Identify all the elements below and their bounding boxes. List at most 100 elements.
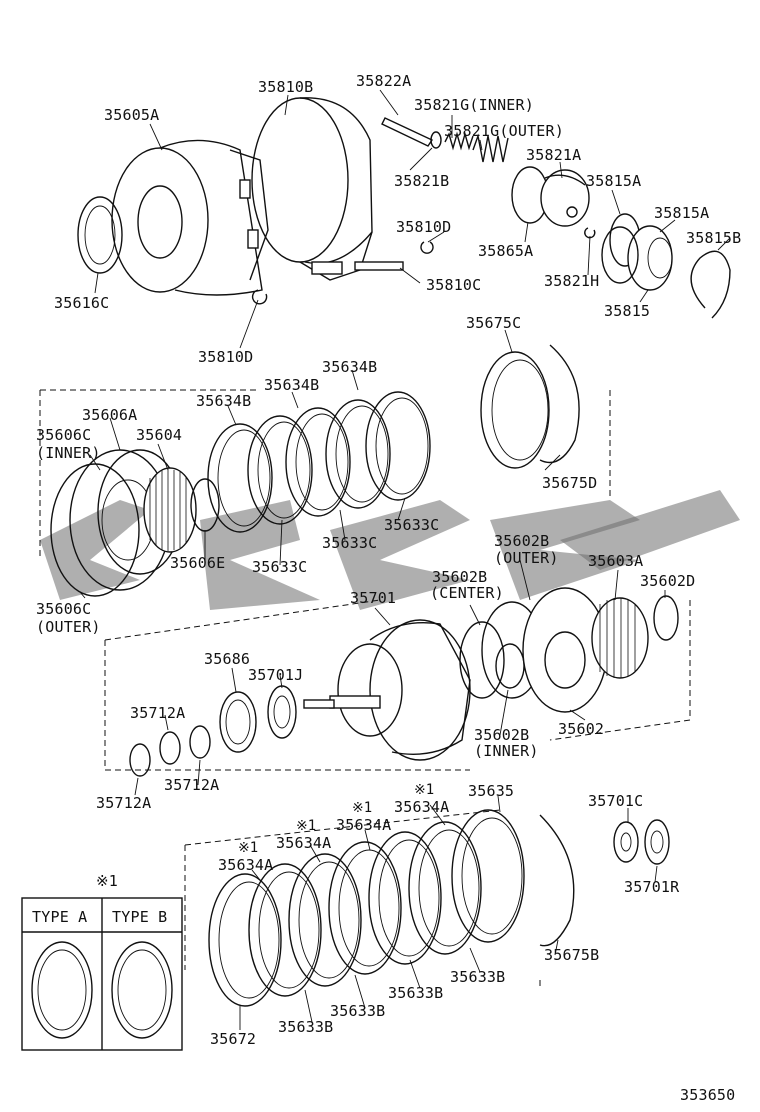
label-35701: 35701 (350, 589, 396, 607)
part-labels: 35810B 35605A 35822A 35821G(INNER) 35821… (36, 72, 741, 1104)
brake-band-35810B (251, 97, 373, 281)
label-35672: 35672 (210, 1030, 256, 1048)
label-35604: 35604 (136, 426, 182, 444)
label-35815A-top: 35815A (586, 172, 641, 190)
label-35605A: 35605A (104, 106, 159, 124)
spring-35821G-outer (472, 133, 509, 163)
label-35821B: 35821B (394, 172, 449, 190)
clip-35810D-lower (251, 289, 268, 305)
label-35603A: 35603A (588, 552, 643, 570)
seal-35606C-outer (50, 463, 140, 597)
pressure-plate-35675C (480, 351, 550, 469)
washer-35821B (430, 131, 442, 149)
label-35675C: 35675C (466, 314, 521, 332)
band-pin-35810C (354, 261, 404, 271)
label-35821H: 35821H (544, 272, 599, 290)
label-35635: 35635 (468, 782, 514, 800)
label-35634A-2: 35634A (336, 816, 391, 834)
label-35606C-outer-tag: (OUTER) (36, 618, 101, 636)
washer-35686 (219, 691, 257, 753)
plates-35634A-35633B (208, 809, 525, 1007)
label-35701J: 35701J (248, 666, 303, 684)
label-35810C: 35810C (426, 276, 481, 294)
label-35602B-outer: 35602B (494, 532, 549, 550)
label-35634A-4: 35634A (218, 856, 273, 874)
label-35602B-outer-tag: (OUTER) (494, 549, 559, 567)
type-box: ※1 TYPE A TYPE B (21, 872, 183, 1051)
group-outline-b (184, 809, 541, 990)
label-35602B-center-tag: (CENTER) (430, 584, 504, 602)
e-ring-35810D (420, 241, 434, 254)
label-35701C: 35701C (588, 792, 643, 810)
label-35606C-inner-tag: (INNER) (36, 444, 101, 462)
spring-35821G-inner (444, 131, 474, 151)
label-35810B: 35810B (258, 78, 313, 96)
type-box-mark: ※1 (96, 872, 118, 890)
group-outline-drum (104, 599, 691, 771)
label-35815A-right: 35815A (654, 204, 709, 222)
label-35602: 35602 (558, 720, 604, 738)
label-35634B-1: 35634B (322, 358, 377, 376)
clutch-drum-35701 (303, 619, 471, 761)
label-35675D: 35675D (542, 474, 597, 492)
label-35821A: 35821A (526, 146, 581, 164)
label-35634A-3: 35634A (276, 834, 331, 852)
label-35821G-outer: 35821G(OUTER) (444, 122, 564, 140)
label-35606E: 35606E (170, 554, 225, 572)
label-35633B-4: 35633B (278, 1018, 333, 1036)
rings-35712A (129, 725, 211, 777)
watermark-logo (40, 490, 740, 610)
label-35810D-lower: 35810D (198, 348, 253, 366)
label-35815B: 35815B (686, 229, 741, 247)
label-35606C-inner: 35606C (36, 426, 91, 444)
bearing-35701R (644, 819, 670, 865)
type-b-header: TYPE B (112, 908, 167, 926)
label-35822A: 35822A (356, 72, 411, 90)
label-35686: 35686 (204, 650, 250, 668)
servo-rod-35822A (381, 117, 434, 147)
clip-35821H (584, 227, 596, 239)
label-35606A: 35606A (82, 406, 137, 424)
thrust-bearing-35701J (267, 685, 297, 739)
snap-ring-35675B (539, 814, 575, 947)
label-35616C: 35616C (54, 294, 109, 312)
label-35633B-1: 35633B (450, 968, 505, 986)
label-35634A-2-mark: ※1 (352, 800, 372, 816)
spring-assembly-35603A (591, 597, 649, 679)
washer-35616C (77, 196, 123, 274)
label-35602B-center: 35602B (432, 568, 487, 586)
label-35633C-1: 35633C (384, 516, 439, 534)
label-35633C-3: 35633C (252, 558, 307, 576)
label-35633C-2: 35633C (322, 534, 377, 552)
label-35602B-inner-tag: (INNER) (474, 742, 539, 760)
label-35821G-inner: 35821G(INNER) (414, 96, 534, 114)
label-35675B: 35675B (544, 946, 599, 964)
label-35634A-4-mark: ※1 (238, 840, 258, 856)
return-spring-35604 (143, 467, 197, 553)
servo-cover-35815 (601, 225, 673, 291)
plates-35634B-35633C (207, 391, 431, 533)
snap-ring-35815B (690, 250, 731, 319)
snap-ring-35602D (653, 595, 679, 641)
type-a-header: TYPE A (32, 908, 87, 926)
label-35701R: 35701R (624, 878, 680, 896)
label-35634A-3-mark: ※1 (296, 818, 316, 834)
group-outline-c (39, 389, 611, 560)
label-35634B-2: 35634B (264, 376, 319, 394)
label-35602D: 35602D (640, 572, 695, 590)
thrust-washer-35701C (613, 821, 639, 863)
diagram-id: 353650 (680, 1086, 735, 1104)
label-35602B-inner: 35602B (474, 726, 529, 744)
label-35712A-3: 35712A (96, 794, 151, 812)
label-35865A: 35865A (478, 242, 533, 260)
servo-piston-35821A (540, 169, 590, 227)
leader-lines (79, 89, 731, 1030)
label-35815: 35815 (604, 302, 650, 320)
type-b-plate (111, 941, 173, 1039)
label-35634A-1-mark: ※1 (414, 782, 434, 798)
label-35633B-2: 35633B (388, 984, 443, 1002)
drum-35605A (111, 139, 269, 296)
type-a-plate (31, 941, 93, 1039)
label-35712A-1: 35712A (130, 704, 185, 722)
label-35634B-3: 35634B (196, 392, 251, 410)
